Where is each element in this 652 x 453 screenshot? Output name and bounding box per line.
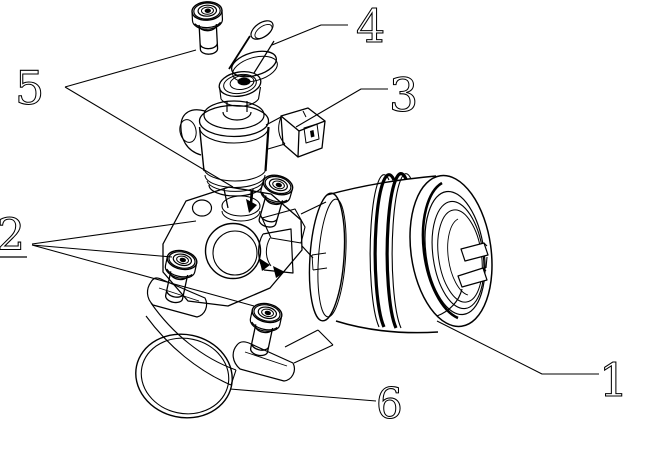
- tube-side-left: [228, 35, 251, 70]
- ring-outer: [135, 333, 233, 419]
- ring-strap-lower: [145, 315, 237, 386]
- callout-label-4: 4: [356, 0, 385, 53]
- flange-ear-hole: [191, 199, 213, 217]
- callout-label-2: 2: [0, 210, 25, 261]
- saddle-shade-wedge-2: [273, 266, 285, 278]
- flange-lug-lower-left: [146, 277, 208, 318]
- fuel-inlet-tube: [228, 20, 278, 83]
- flange-lug-upper-right: [261, 208, 306, 244]
- tube-collar-bottom: [232, 55, 278, 83]
- connector-terminal-pin: [310, 130, 315, 138]
- leader-line-1: [436, 320, 599, 375]
- connector-bracket-lines: [265, 116, 286, 150]
- pipe-left-rim: [308, 192, 346, 322]
- leader-line-2: [31, 220, 255, 307]
- pipe-groove-band-2: [385, 172, 408, 329]
- injector-cap-ring-2: [229, 74, 255, 91]
- flange-bore-outer: [204, 222, 262, 280]
- mounting-flange: [146, 186, 334, 382]
- pipe-mouth-outer-rim: [409, 174, 493, 328]
- injector-nozzle-shade: [246, 199, 257, 213]
- connector-left-edge: [280, 115, 299, 158]
- intake-pipe: [300, 172, 493, 334]
- connector-latch: [302, 110, 307, 118]
- tube-collar-top: [231, 50, 277, 78]
- leader-lines: [31, 24, 599, 402]
- injector-ear-hole: [179, 119, 197, 143]
- leader-line-3: [295, 88, 388, 128]
- saddle-inner-curve: [265, 237, 272, 267]
- callout-label-5: 5: [15, 61, 44, 115]
- solenoid-bottom-arc: [208, 184, 263, 197]
- connector-front-face: [297, 120, 326, 158]
- solenoid-rib-arcs: [203, 167, 267, 192]
- pipe-mouth-front-edge: [421, 181, 459, 320]
- callout-label-3: 3: [389, 68, 418, 122]
- pipe-left-step: [311, 252, 328, 271]
- leader-line-6: [229, 388, 377, 402]
- pipe-rim-notch-lower: [457, 267, 488, 288]
- callout-labels: 1 2 3 4 5 6: [0, 0, 629, 429]
- connector-terminal-socket: [303, 123, 320, 144]
- saddle-bracket: [258, 228, 294, 278]
- bolt-lower-right: [242, 300, 285, 360]
- pipe-rim-notch-depth-lines: [482, 242, 488, 272]
- pipe-groove-band-2b: [391, 173, 412, 329]
- leader-line-4: [271, 24, 348, 46]
- flange-lug-bottom-edge: [244, 351, 288, 367]
- electrical-connector: [265, 107, 326, 158]
- flange-lug-lower-left-edge: [158, 287, 200, 302]
- pipe-groove-band-1b: [373, 173, 396, 328]
- clamp-ring: [135, 302, 237, 419]
- pipe-bottom-edge: [335, 320, 439, 334]
- injector-neck: [222, 101, 252, 121]
- pipe-runner-edges: [300, 201, 327, 259]
- solenoid-side-left: [198, 126, 205, 172]
- tube-side-right: [253, 40, 275, 74]
- saddle-shade-wedge-1: [259, 258, 270, 271]
- bolt-top: [190, 0, 225, 56]
- leader-line-5: [64, 49, 234, 188]
- flange-bore-inner: [212, 230, 258, 276]
- callout-label-1: 1: [599, 353, 628, 407]
- solenoid-side-right: [264, 126, 270, 172]
- ring-inner: [140, 337, 230, 415]
- ring-strap-upper: [150, 302, 237, 371]
- flange-lug-bottom: [232, 341, 296, 382]
- support-strut: [284, 329, 334, 364]
- tube-top-wall: [254, 23, 273, 40]
- pipe-left-rim-inner: [317, 198, 347, 318]
- solenoid-top-ring: [203, 100, 265, 130]
- injector-body: [179, 70, 270, 213]
- callout-label-6: 6: [376, 379, 403, 428]
- injector-cap-ring: [223, 73, 257, 95]
- pipe-rim-notch-upper: [460, 242, 489, 262]
- injector-inlet-hole: [237, 77, 251, 86]
- injector-seat-boss-lower: [221, 210, 261, 222]
- pipe-top-edge: [326, 175, 437, 196]
- solenoid-flange-ring: [198, 104, 270, 138]
- pipe-groove-band-1: [369, 174, 390, 328]
- pipe-rim-hook: [436, 288, 463, 317]
- solenoid-flange-lower: [198, 126, 270, 144]
